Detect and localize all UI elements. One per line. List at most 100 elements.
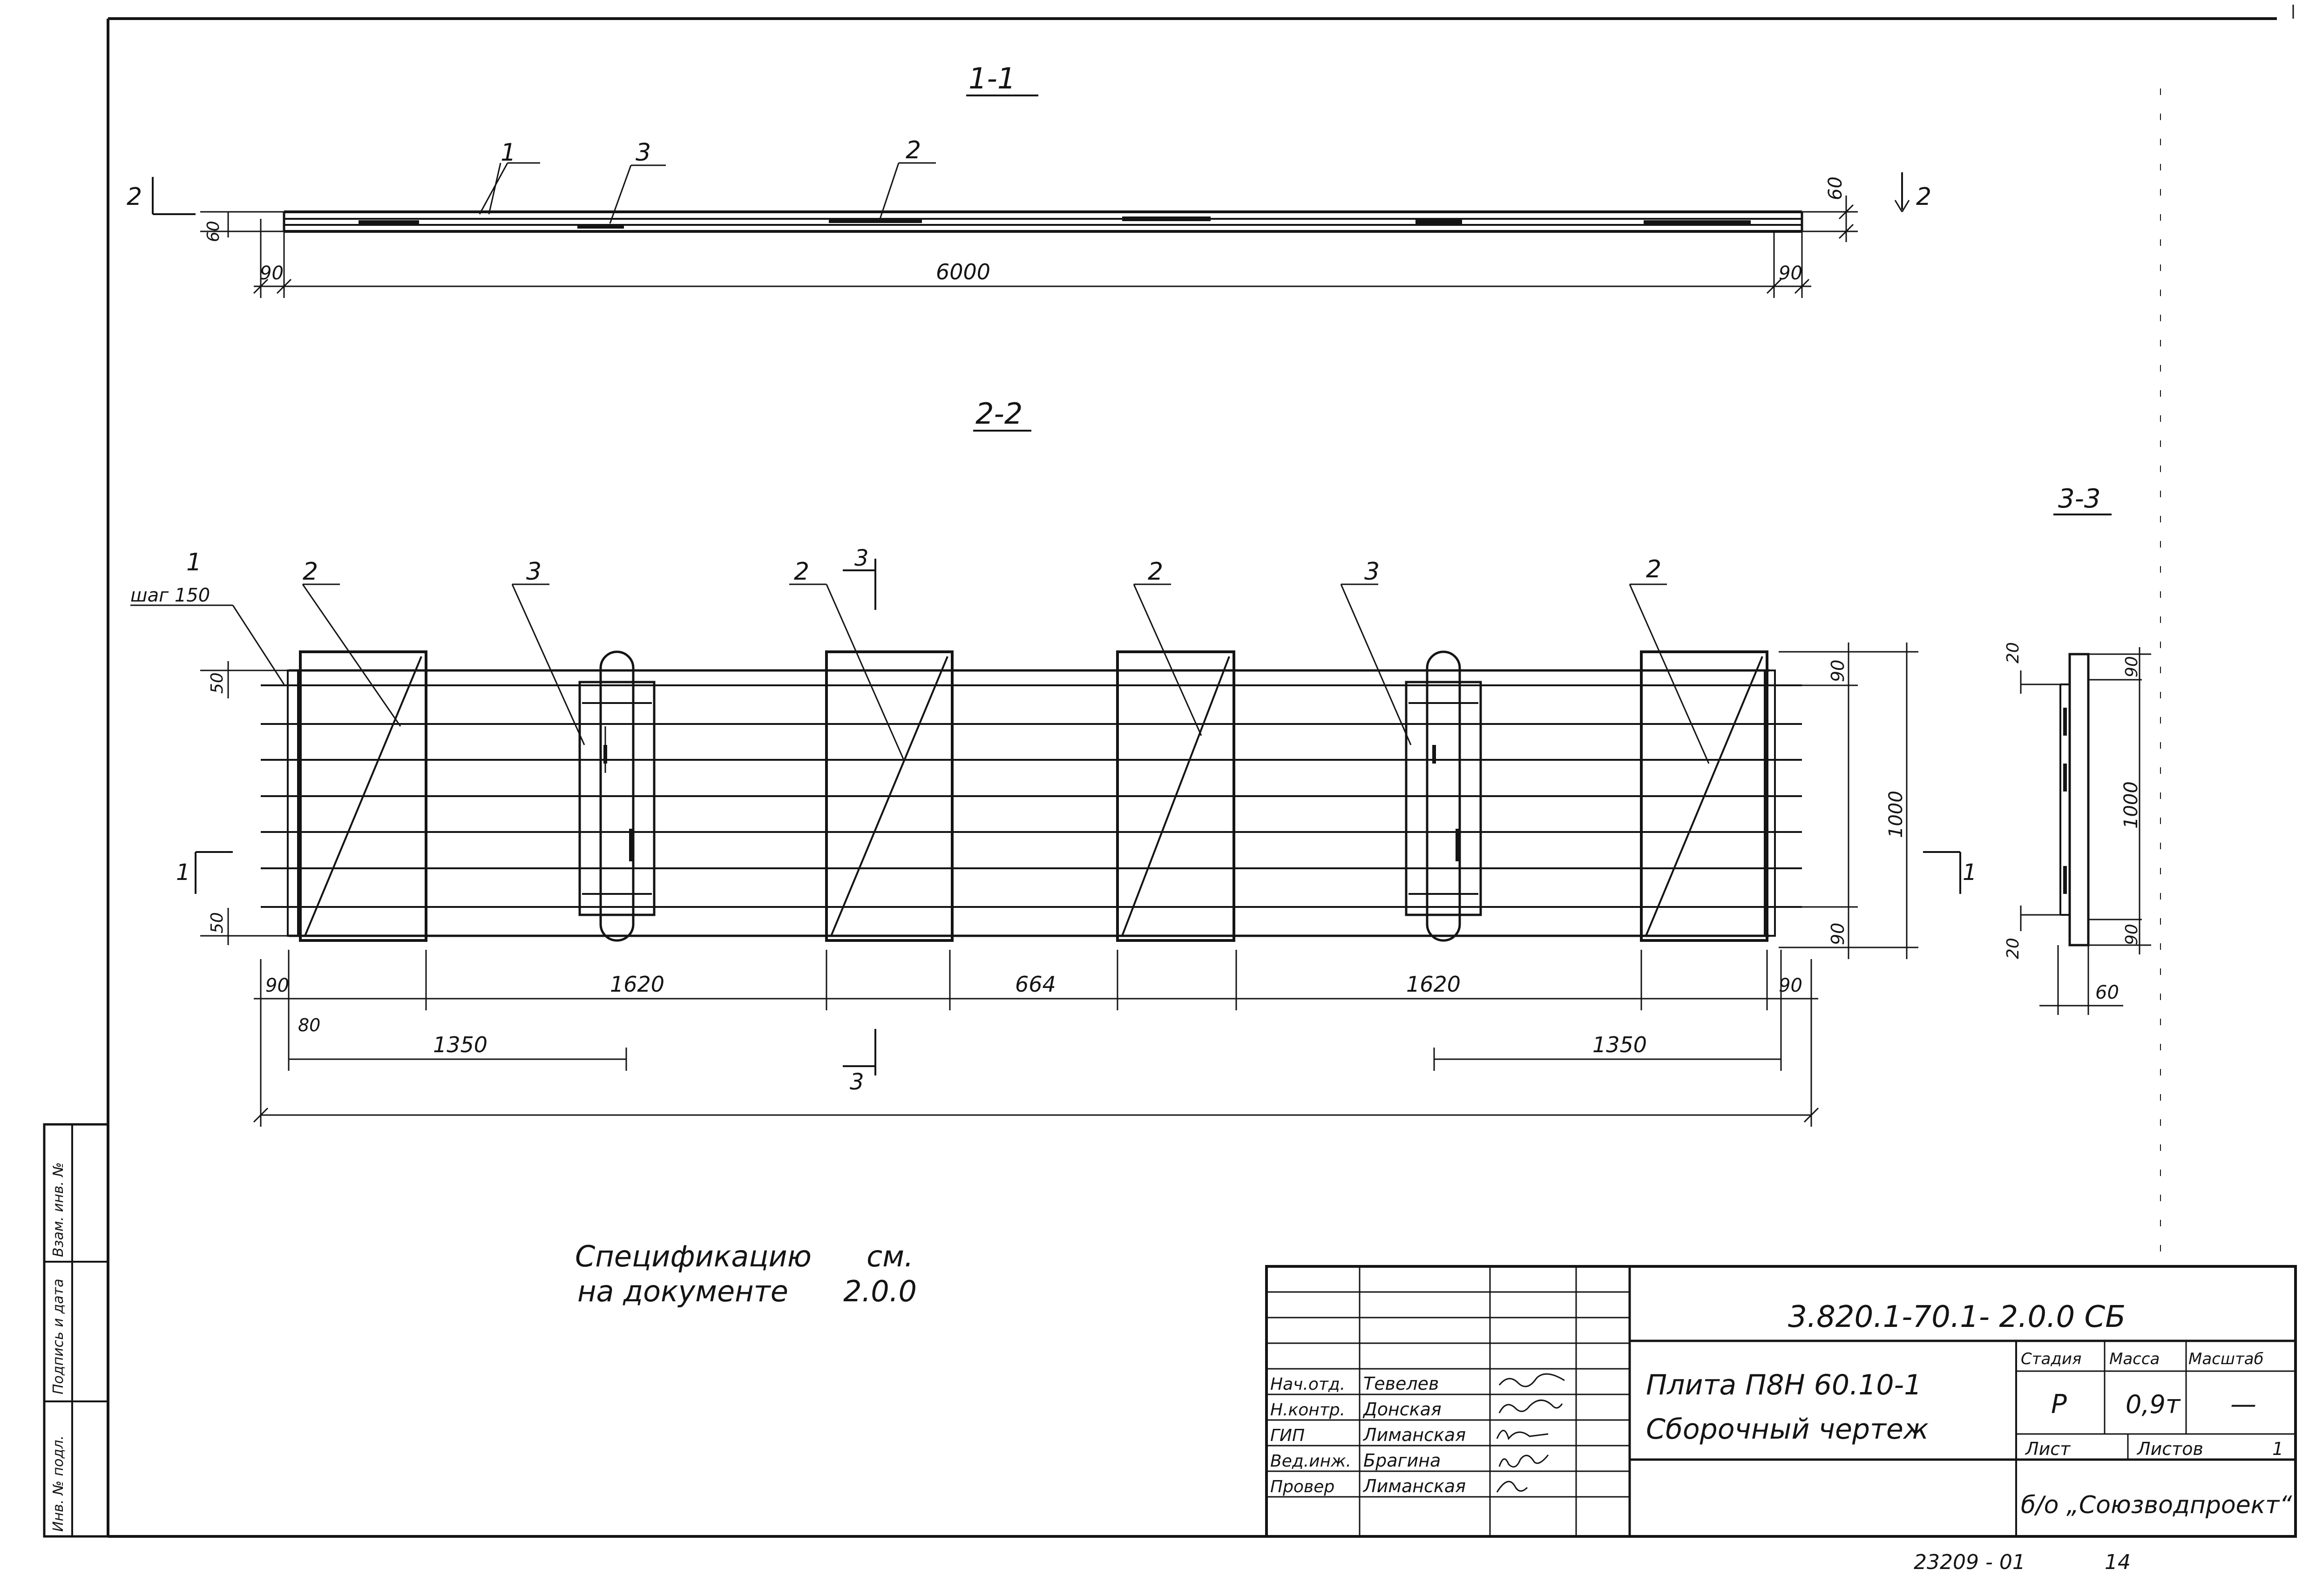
dim-1000-3-3: 1000 [2120, 781, 2142, 829]
role-4: Вед.инж. [1270, 1452, 1351, 1471]
callout-3-b: 3 [1364, 558, 1380, 586]
dim-1000: 1000 [1885, 791, 1907, 838]
stage-header: Стадия [2021, 1350, 2081, 1368]
section-mark-1-right: 1 [1923, 851, 1977, 894]
archive-number: 23209 - 01 [1914, 1550, 2025, 1574]
dim-1620-left: 1620 [610, 972, 664, 997]
section-2-2-dimension-chain: 90 80 1620 664 1620 90 1350 1350 [253, 950, 1819, 1127]
mesh-panel-3 [1116, 650, 1235, 942]
callout-2: 2 [906, 136, 921, 164]
mass-value: 0,9т [2126, 1390, 2181, 1419]
section-3-3-title: 3-3 [2053, 484, 2112, 515]
section-1-1-label: 1-1 [968, 61, 1016, 95]
dim-6000: 6000 [936, 259, 990, 284]
callout-2-a: 2 [303, 558, 318, 586]
scale-header: Масштаб [2188, 1350, 2264, 1368]
name-3: Лиманская [1362, 1425, 1466, 1445]
section-mark-2-left: 2 [127, 177, 196, 215]
callout-2-d: 2 [1646, 555, 1661, 583]
mesh-panel-1 [299, 650, 427, 942]
section-1-1-title: 1-1 [966, 61, 1038, 96]
signature-1 [1498, 1373, 1565, 1387]
mass-header: Масса [2109, 1350, 2160, 1368]
dim-50-top: 50 [208, 672, 227, 694]
section-mark-3-bottom-label: 3 [850, 1069, 864, 1095]
name-4: Брагина [1363, 1450, 1441, 1471]
section-mark-2-right: 2 [1894, 172, 1931, 212]
dim-90-3-3-bottom: 90 [2122, 924, 2141, 945]
dim-20-bottom: 20 [2004, 938, 2023, 959]
sheets-label: Листов [2136, 1439, 2203, 1459]
callout-2-c: 2 [1148, 558, 1163, 586]
frame-3-right [1405, 650, 1482, 942]
title-block: 3.820.1-70.1- 2.0.0 СБ Плита П8Н 60.10-1… [1265, 1265, 2297, 1538]
section-mark-2-left-label: 2 [127, 183, 142, 211]
dim-90-bottom: 90 [1828, 923, 1848, 945]
frame-3-left [578, 650, 656, 942]
signature-3 [1496, 1430, 1549, 1440]
scale-value: — [2230, 1389, 2256, 1420]
section-mark-1-left-label: 1 [176, 859, 190, 886]
section-2-2-callouts: 1 шаг 150 2 3 2 2 3 2 [130, 548, 1710, 764]
section-2-2-label: 2-2 [975, 397, 1023, 431]
signature-2 [1498, 1400, 1563, 1413]
section-1-1-callouts: 1 3 2 [479, 136, 936, 224]
section-1-1-dimensions: 90 6000 90 60 60 [204, 176, 1854, 294]
binding-sign-date: Подпись и дата [50, 1278, 67, 1395]
role-3: ГИП [1270, 1426, 1305, 1445]
section-3-3-label: 3-3 [2058, 484, 2100, 514]
role-5: Провер [1270, 1477, 1334, 1496]
section-mark-2-right-label: 2 [1916, 183, 1931, 211]
callout-3-a: 3 [526, 558, 542, 586]
name-5: Лиманская [1362, 1476, 1466, 1496]
dim-60-3-3: 60 [2095, 982, 2119, 1003]
section-mark-3-top: 3 [843, 545, 876, 610]
section-3-3-profile: 20 20 90 1000 90 60 [2004, 642, 2151, 1015]
section-2-2-left-dims: 50 50 [200, 661, 289, 945]
sheet-footer: 23209 - 01 14 [1914, 1550, 2131, 1574]
organization: б/о „Союзводпроект“ [2021, 1491, 2292, 1519]
note-line-1: Спецификацию см. [575, 1239, 914, 1273]
section-1-1-slab [200, 210, 1858, 298]
signature-4 [1498, 1454, 1549, 1468]
dim-60-left: 60 [204, 221, 223, 242]
document-code: 3.820.1-70.1- 2.0.0 СБ [1788, 1300, 2126, 1334]
dim-90-2-2-right: 90 [1779, 975, 1802, 996]
dim-90-left: 90 [260, 263, 284, 284]
signature-5 [1496, 1481, 1528, 1493]
step-label: шаг 150 [130, 585, 210, 606]
name-2: Донская [1362, 1399, 1442, 1420]
binding-inv-orig: Инв. № подл. [50, 1435, 67, 1532]
stage-value: Р [2051, 1389, 2067, 1420]
sheets-value: 1 [2272, 1439, 2283, 1459]
section-2-2-right-dims: 90 1000 90 [1779, 642, 1918, 959]
title-line-1: Плита П8Н 60.10-1 [1646, 1369, 1922, 1401]
callout-2-b: 2 [794, 558, 809, 586]
callout-1-section-2-2: 1 [186, 548, 202, 576]
role-2: Н.контр. [1270, 1400, 1345, 1420]
title-line-2: Сборочный чертеж [1646, 1413, 1929, 1446]
binding-inv-sub: Взам. инв. № [50, 1162, 67, 1257]
callout-3: 3 [636, 139, 651, 167]
page-number: 14 [2105, 1550, 2131, 1574]
dim-90-right: 90 [1779, 263, 1802, 284]
dim-90-top: 90 [1828, 660, 1848, 682]
dim-90-3-3-top: 90 [2122, 656, 2141, 677]
section-mark-3-bottom: 3 [843, 1029, 876, 1095]
section-mark-1-left: 1 [176, 851, 233, 894]
dim-1350-left: 1350 [433, 1032, 488, 1057]
mesh-panel-2 [825, 650, 954, 942]
dim-1620-right: 1620 [1406, 972, 1461, 997]
callout-1: 1 [501, 139, 516, 167]
dim-50-bottom: 50 [208, 912, 227, 933]
binding-strip [43, 1123, 109, 1538]
dim-60-section-1-1: 60 [1825, 176, 1846, 200]
mesh-panel-4 [1640, 650, 1768, 942]
section-mark-3-top-label: 3 [854, 545, 869, 571]
dim-80: 80 [298, 1015, 320, 1035]
section-2-2-bars [261, 669, 1802, 937]
section-mark-1-right-label: 1 [1963, 859, 1977, 886]
dim-1350-right: 1350 [1592, 1032, 1647, 1057]
specification-note: Спецификацию см. на документе 2.0.0 [575, 1239, 917, 1308]
note-line-2: на документе 2.0.0 [577, 1274, 917, 1308]
